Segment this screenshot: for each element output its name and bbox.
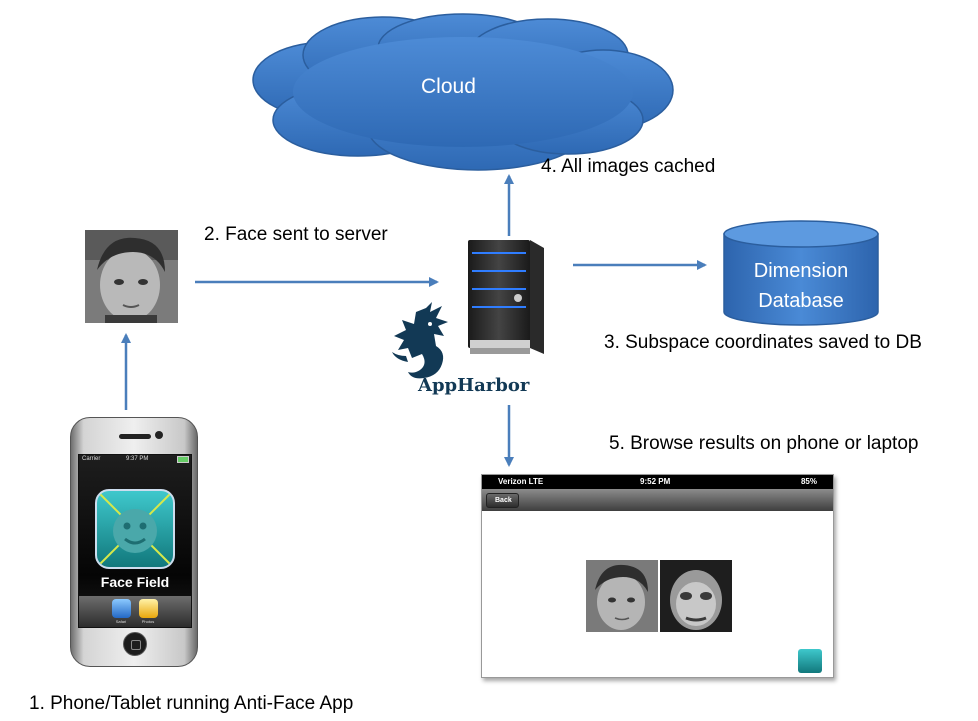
results-carrier: Verizon LTE [498,477,544,486]
phone-speaker [119,434,151,439]
appharbor-logo-text: AppHarbor [418,375,530,396]
database-label-line1: Dimension [753,260,849,282]
safari-icon[interactable] [112,599,131,618]
phone-camera [155,431,163,439]
eigenface-image [660,560,732,632]
phone-status-bar: Carrier 9:37 PM [79,455,191,465]
step5-label: 5. Browse results on phone or laptop [609,433,919,454]
face-photo [85,230,178,323]
cloud-shape [252,13,674,171]
app-name-label: Face Field [100,574,170,590]
results-battery: 85% [800,477,817,486]
battery-icon [177,456,189,463]
result-face-photo [586,560,658,632]
dock-label-photos: Photos [141,619,155,624]
results-status-bar: Verizon LTE 9:52 PM 85% [482,475,833,489]
phone-dock: Safari Photos [79,596,191,627]
cloud-label: Cloud [421,75,476,98]
database-icon [723,220,879,326]
face-field-app-icon[interactable] [95,489,175,569]
home-button[interactable] [123,632,147,656]
dock-label-safari: Safari [115,619,127,624]
seahorse-logo-icon [392,302,448,379]
results-time: 9:52 PM [640,477,671,486]
photos-icon[interactable] [139,599,158,618]
step1-label: 1. Phone/Tablet running Anti-Face App [29,693,354,714]
phone-device: Carrier 9:37 PM Face Field Safari Photos [70,417,198,667]
phone-time: 9:37 PM [126,456,149,462]
phone-screen: Carrier 9:37 PM Face Field Safari Photos [78,454,192,628]
step2-label: 2. Face sent to server [204,224,388,245]
results-nav-bar: Back [482,489,833,511]
database-label-line2: Database [758,290,844,312]
server-icon [468,240,544,354]
database-label: Dimension Database [722,256,880,316]
phone-carrier: Carrier [82,456,101,462]
results-screen: Verizon LTE 9:52 PM 85% Back [481,474,834,678]
app-small-icon[interactable] [798,649,822,673]
step3-label: 3. Subspace coordinates saved to DB [604,332,922,353]
step4-label: 4. All images cached [541,156,716,177]
back-button[interactable]: Back [486,493,519,508]
